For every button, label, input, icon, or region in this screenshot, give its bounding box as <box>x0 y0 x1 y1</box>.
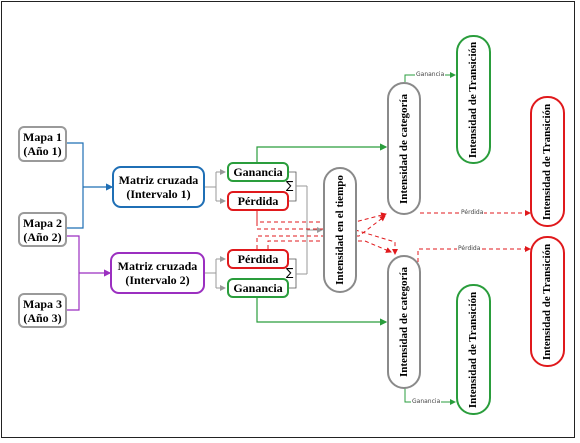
category-intensity-bottom-label: Intensidad de categoría <box>398 267 410 377</box>
interval-1-gain-label: Ganancia <box>233 165 283 179</box>
time-intensity-box: Intensidad en el tiempo <box>323 167 357 293</box>
category-intensity-bottom: Intensidad de categoría <box>387 255 421 389</box>
interval-1-loss-box: Pérdida <box>227 191 289 211</box>
arrow-label-loss-bottom: Pérdida <box>457 245 482 252</box>
map-1-title: Mapa 1 <box>23 130 62 144</box>
category-bottom-to-transition-loss <box>417 246 531 262</box>
gain1-to-category-top <box>256 143 388 162</box>
map-1-year: (Año 1) <box>23 144 62 158</box>
loss2-to-category-top <box>256 215 386 249</box>
map-1-box: Mapa 1 (Año 1) <box>18 126 67 162</box>
transition-intensity-gain-top: Intensidad de Transición <box>456 35 491 164</box>
interval-1-gain-box: Ganancia <box>227 162 289 182</box>
matrix-1-interval: (Intervalo 1) <box>126 187 191 201</box>
interval-1-loss-label: Pérdida <box>237 194 279 208</box>
map-3-title: Mapa 3 <box>23 296 62 311</box>
transition-gain-bottom-label: Intensidad de Transición <box>467 291 480 408</box>
transition-intensity-loss-bottom: Intensidad de Transición <box>530 236 565 367</box>
transition-intensity-gain-bottom: Intensidad de Transición <box>456 284 491 415</box>
category-intensity-top-label: Intensidad de categoría <box>398 93 410 204</box>
map-2-box: Mapa 2 (Año 2) <box>18 212 67 247</box>
matrix-1-title: Matriz cruzada <box>118 173 199 187</box>
interval-2-gain-label: Ganancia <box>233 281 283 295</box>
sum-symbol-1: ∑ <box>286 179 294 192</box>
transition-intensity-loss-top: Intensidad de Transición <box>530 96 565 227</box>
loss2-to-category-bottom <box>267 240 392 253</box>
map-3-year: (Año 3) <box>23 310 62 325</box>
cross-matrix-interval-2: Matriz cruzada (Intervalo 2) <box>110 252 205 294</box>
transition-gain-top-label: Intensidad de Transición <box>467 41 480 158</box>
interval-2-loss-box: Pérdida <box>227 249 289 269</box>
transition-loss-top-label: Intensidad de Transición <box>541 103 554 220</box>
transition-loss-bottom-label: Intensidad de Transición <box>541 243 554 360</box>
matrix-2-title: Matriz cruzada <box>117 259 198 273</box>
time-intensity-label: Intensidad en el tiempo <box>334 175 346 285</box>
sums-to-time-intensity <box>296 185 323 275</box>
maps-to-matrix2-connector <box>67 235 112 311</box>
gain2-to-category-bottom <box>256 298 388 326</box>
interval-2-loss-label: Pérdida <box>237 252 279 266</box>
arrow-label-loss-top: Pérdida <box>460 209 485 216</box>
interval-2-gain-box: Ganancia <box>227 278 289 298</box>
matrix1-to-components <box>205 169 226 204</box>
category-intensity-top: Intensidad de categoría <box>387 82 421 215</box>
map-2-year: (Año 2) <box>23 229 62 244</box>
arrow-label-gain-bottom: Ganancia <box>411 398 442 405</box>
map-2-title: Mapa 2 <box>23 215 62 230</box>
loss1-to-category-top <box>256 211 387 223</box>
maps-to-matrix1-connector <box>67 142 114 229</box>
matrix-2-interval: (Intervalo 2) <box>125 273 190 287</box>
matrix2-to-components <box>205 256 226 291</box>
sum-symbol-2: ∑ <box>286 266 294 279</box>
arrow-label-gain-top: Ganancia <box>415 71 446 78</box>
map-3-box: Mapa 3 (Año 3) <box>18 293 67 328</box>
cross-matrix-interval-1: Matriz cruzada (Intervalo 1) <box>112 166 205 208</box>
